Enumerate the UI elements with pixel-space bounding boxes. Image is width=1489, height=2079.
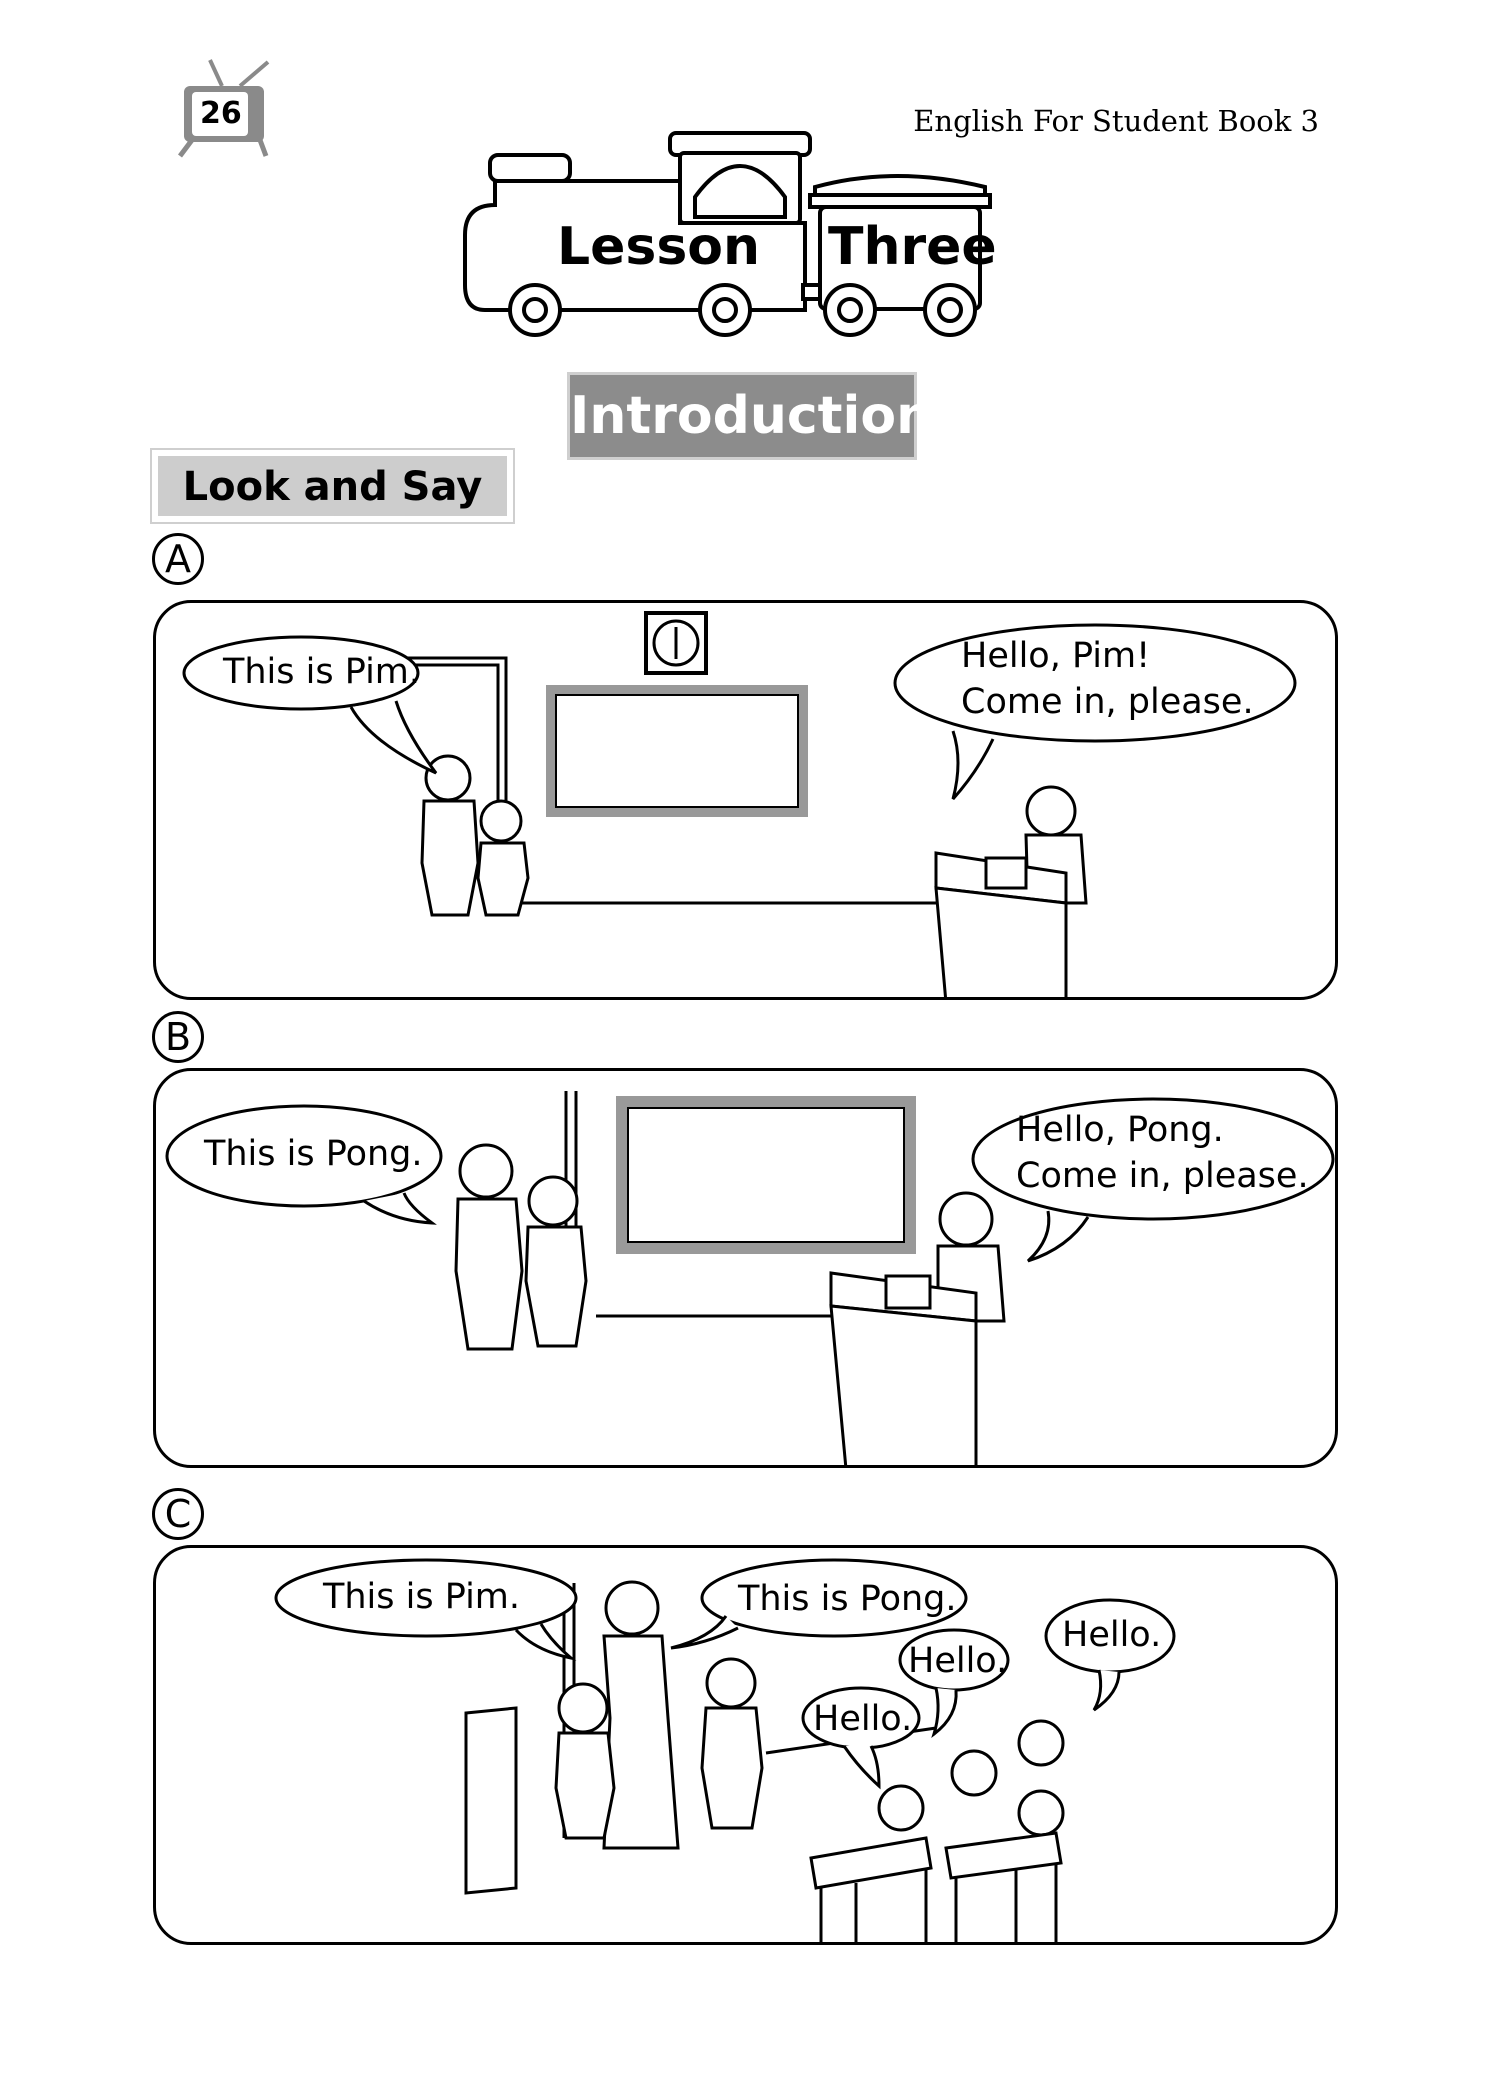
speech-bubble: Hello.	[799, 1676, 924, 1791]
panel-letter-b: B	[152, 1011, 204, 1063]
bubble-text: Hello.	[813, 1699, 913, 1739]
lesson-train-header: Lesson Three	[455, 125, 997, 340]
panel-a: This is Pim. Hello, Pim! Come in, please…	[153, 600, 1338, 1000]
speech-bubble: This is Pong.	[670, 1556, 971, 1656]
section-title: Introduction	[567, 372, 933, 460]
bubble-text: This is Pim.	[323, 1577, 521, 1617]
clock-icon	[644, 611, 708, 675]
panel-c-scene	[464, 1580, 1065, 1942]
teacher-at-desk	[934, 785, 1088, 997]
teacher-at-desk	[829, 1191, 1006, 1465]
mother-and-girl-figures	[420, 754, 530, 917]
panel-letter-c: C	[152, 1488, 204, 1540]
speech-bubble: Hello.	[1044, 1588, 1179, 1718]
bubble-text: Hello.	[1062, 1615, 1162, 1655]
panel-c: This is Pim. This is Pong. Hello. Hello.…	[153, 1545, 1338, 1945]
speech-bubble: Hello.	[896, 1616, 1016, 1741]
bubble-text: Hello, Pong.	[1016, 1110, 1224, 1150]
lesson-word: Lesson	[557, 217, 761, 277]
bubble-text: Hello.	[908, 1641, 1008, 1681]
book-title: English For Student Book 3	[913, 104, 1319, 138]
mother-and-boy-figures	[454, 1143, 588, 1351]
bubble-text: Come in, please.	[1016, 1156, 1309, 1196]
lesson-number-word: Three	[828, 217, 997, 277]
activity-title-box: Look and Say	[150, 448, 515, 524]
students-at-desks	[809, 1719, 1065, 1942]
bubble-text: This is Pong.	[738, 1579, 957, 1619]
speech-bubble: Hello, Pong. Come in, please.	[968, 1093, 1335, 1263]
speech-bubble: This is Pim.	[181, 633, 438, 775]
panel-b-scene	[454, 1091, 1006, 1465]
speech-bubble: This is Pong.	[164, 1101, 444, 1231]
blackboard-icon	[616, 1096, 916, 1254]
bubble-text: Hello, Pim!	[961, 636, 1151, 676]
panel-a-scene	[394, 611, 1088, 997]
speech-bubble: Hello, Pim! Come in, please.	[893, 621, 1298, 800]
bubble-text: This is Pim.	[223, 652, 421, 692]
page-number: 26	[200, 96, 242, 131]
panel-letter-a: A	[152, 533, 204, 585]
page-number-badge: 26	[170, 52, 280, 162]
bubble-text: This is Pong.	[204, 1134, 423, 1174]
bubble-text: Come in, please.	[961, 682, 1254, 722]
speech-bubble: This is Pim.	[271, 1556, 591, 1666]
train-icon	[463, 131, 992, 337]
blackboard-icon	[546, 685, 808, 817]
activity-title: Look and Say	[158, 456, 507, 516]
teacher-and-children-figures	[554, 1580, 764, 1850]
tv-icon	[178, 59, 270, 158]
panel-b: This is Pong. Hello, Pong. Come in, plea…	[153, 1068, 1338, 1468]
